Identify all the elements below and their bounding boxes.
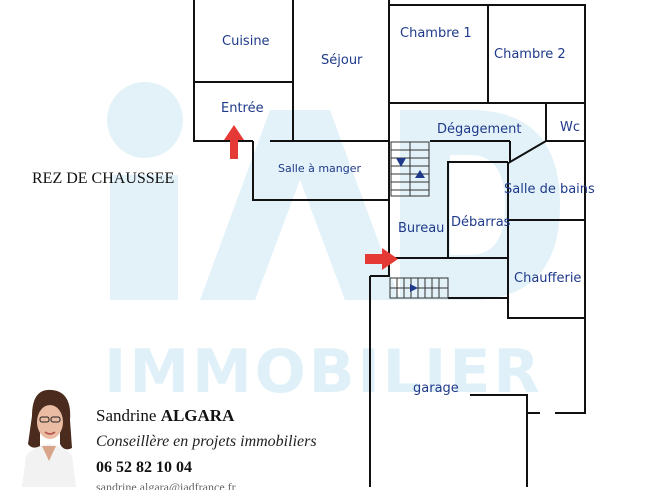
agent-extra-line: sandrine.algara@iadfrance.fr [96, 480, 236, 490]
room-label-cuisine: Cuisine [222, 34, 270, 49]
watermark-text: IMMOBILIER [104, 337, 543, 407]
entrance-arrow-up [224, 125, 244, 159]
agent-role: Conseillère en projets immobiliers [96, 433, 317, 450]
watermark-d-shape [400, 110, 560, 300]
stairs-up-arrow [415, 170, 425, 178]
room-label-chambre2: Chambre 2 [494, 47, 566, 62]
room-label-salle-a-manger: Salle à manger [278, 162, 362, 175]
agent-phone: 06 52 82 10 04 [96, 459, 192, 476]
stairs-right-arrow [410, 284, 418, 292]
room-label-bureau: Bureau [398, 221, 444, 236]
room-label-salle-de-bains: Salle de bains [504, 182, 595, 197]
agent-name: Sandrine ALGARA [96, 406, 234, 426]
agent-avatar [14, 386, 84, 487]
entrance-arrow-right [365, 248, 398, 270]
room-label-entree: Entrée [221, 101, 264, 116]
agent-last-name: ALGARA [160, 406, 235, 425]
watermark-i-dot [107, 82, 183, 158]
level-label: REZ DE CHAUSSEE [32, 170, 175, 187]
walls [193, 0, 586, 487]
watermark: IMMOBILIER [104, 82, 560, 407]
room-label-chambre1: Chambre 1 [400, 26, 472, 41]
agent-first-name: Sandrine [96, 406, 157, 425]
watermark-i-stem [110, 175, 178, 300]
room-label-garage: garage [413, 381, 459, 396]
room-label-debarras: Débarras [451, 215, 511, 230]
watermark-a-shape [200, 110, 400, 300]
room-label-degagement: Dégagement [437, 122, 521, 137]
room-label-wc: Wc [560, 120, 580, 135]
room-label-sejour: Séjour [321, 53, 363, 68]
stairs-down-arrow [396, 158, 406, 167]
room-label-chaufferie: Chaufferie [514, 271, 581, 286]
